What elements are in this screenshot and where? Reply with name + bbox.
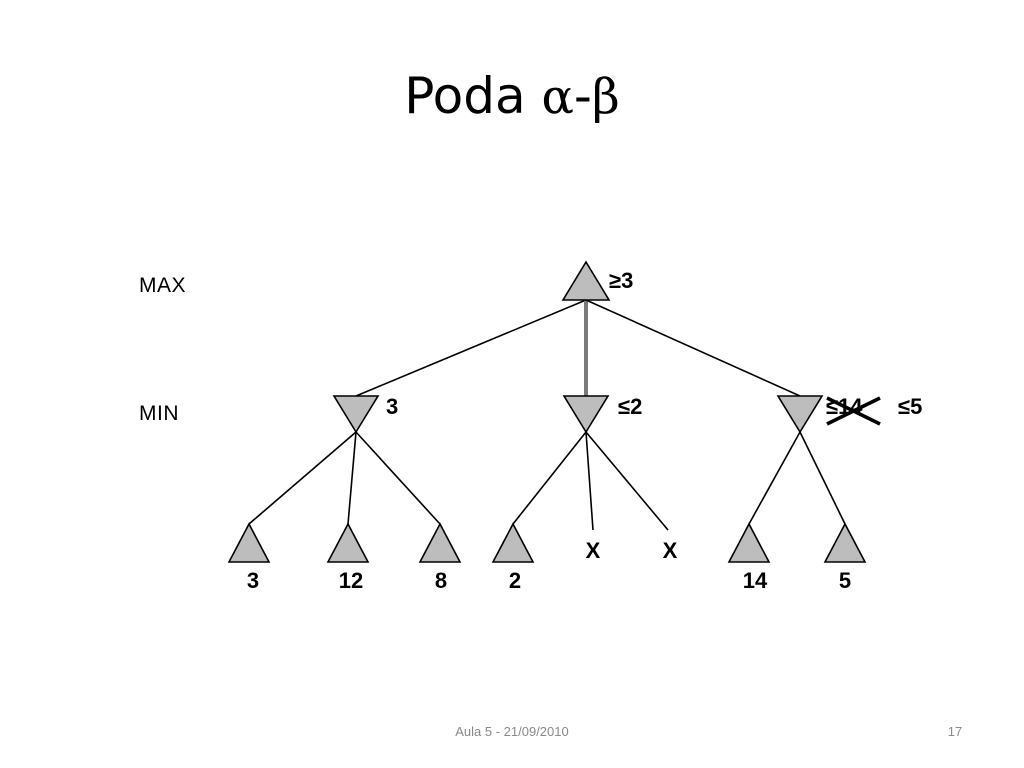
leaf-value-4: 2 <box>509 568 521 593</box>
min-node-1-value: 3 <box>386 394 398 419</box>
leaf-value-8: 5 <box>839 568 851 593</box>
edge-min1-leaf1 <box>248 431 357 525</box>
edge-min1-leaf2 <box>347 431 357 525</box>
leaf-value-7: 14 <box>743 568 768 593</box>
leaf-node-8 <box>823 522 867 563</box>
edge-min2-leaf4 <box>512 431 587 525</box>
level-label-min: MIN <box>139 402 179 425</box>
min-node-1 <box>332 395 380 434</box>
leaf-node-7 <box>727 522 771 563</box>
leaf-value-2: 12 <box>339 568 363 593</box>
pruned-leaf-1: X <box>586 538 601 563</box>
footer-text: Aula 5 - 21/09/2010 <box>455 724 569 739</box>
edge-min1-leaf3 <box>355 431 441 525</box>
min-node-2 <box>562 395 610 434</box>
root-max-node <box>561 260 611 301</box>
leaf-node-4 <box>491 522 535 563</box>
page-number: 17 <box>947 724 963 739</box>
title-beta: β <box>591 69 620 125</box>
leaf-value-3: 8 <box>435 568 447 593</box>
leaf-node-1 <box>227 522 271 563</box>
level-label-max: MAX <box>139 274 186 297</box>
edge-min3-leaf8 <box>799 431 846 525</box>
strike-mark-2 <box>826 396 881 426</box>
leaf-value-1: 3 <box>247 568 259 593</box>
edge-min2-pruned1 <box>585 431 594 531</box>
leaf-node-3 <box>418 522 462 563</box>
pruned-leaf-2: X <box>663 538 678 563</box>
slide-title: Poda α-β <box>0 66 1024 127</box>
edge-min3-leaf7 <box>748 431 801 525</box>
edge-root-min1 <box>355 299 587 397</box>
min-node-3 <box>776 395 824 434</box>
root-value: ≥3 <box>609 268 633 293</box>
edge-min2-pruned2 <box>585 431 669 531</box>
title-text: Poda <box>404 67 542 125</box>
title-dash: - <box>573 67 592 125</box>
edge-root-min3 <box>585 299 801 397</box>
leaf-node-2 <box>326 522 370 563</box>
title-alpha: α <box>541 69 574 125</box>
min-node-3-value: ≤5 <box>898 394 922 419</box>
min-node-2-value: ≤2 <box>618 394 642 419</box>
